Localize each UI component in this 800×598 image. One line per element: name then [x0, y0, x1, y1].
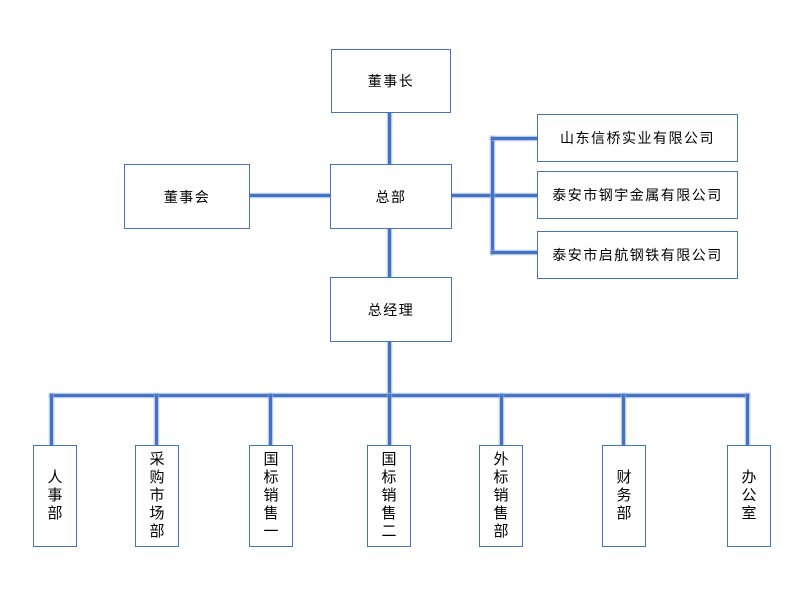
node-department-office[interactable]: 办公室 [727, 445, 771, 547]
node-general-manager[interactable]: 总经理 [330, 277, 452, 342]
node-subsidiary-3[interactable]: 泰安市启航钢铁有限公司 [537, 231, 738, 279]
node-subsidiary-2-label: 泰安市钢宇金属有限公司 [552, 188, 723, 204]
connector-board-headquarters [250, 194, 331, 197]
node-subsidiary-1[interactable]: 山东信桥实业有限公司 [537, 114, 738, 162]
node-department-hr-label: 人事部 [45, 469, 64, 523]
node-department-gb-sales-1-label: 国标销售一 [261, 451, 280, 541]
connector-stub-dept-2 [155, 394, 158, 446]
node-department-office-label: 办公室 [739, 469, 758, 523]
connector-headquarters-subsidiaries [452, 194, 537, 197]
connector-subsidiaries-trunk [491, 137, 494, 254]
node-headquarters-label: 总部 [375, 189, 407, 206]
node-department-export-sales[interactable]: 外标销售部 [479, 445, 523, 547]
connector-stub-dept-4 [388, 394, 391, 446]
node-department-finance-label: 财务部 [614, 469, 633, 523]
connector-headquarters-general-manager [388, 229, 391, 277]
node-department-hr[interactable]: 人事部 [33, 445, 77, 547]
node-general-manager-label: 总经理 [367, 302, 415, 319]
node-subsidiary-3-label: 泰安市启航钢铁有限公司 [552, 248, 723, 264]
connector-general-manager-bus [388, 342, 391, 395]
node-department-export-sales-label: 外标销售部 [491, 451, 510, 541]
node-board[interactable]: 董事会 [124, 164, 250, 229]
connector-branch-subsidiary-3 [491, 251, 537, 254]
connector-stub-dept-5 [500, 394, 503, 446]
connector-chairman-headquarters [388, 112, 391, 165]
node-headquarters[interactable]: 总部 [330, 164, 452, 229]
connector-branch-subsidiary-1 [491, 137, 537, 140]
node-subsidiary-2[interactable]: 泰安市钢宇金属有限公司 [537, 171, 738, 219]
node-department-purchasing-market-label: 采购市场部 [147, 451, 166, 541]
node-chairman-label: 董事长 [367, 74, 415, 90]
node-department-gb-sales-2-label: 国标销售二 [379, 451, 398, 541]
node-department-finance[interactable]: 财务部 [602, 445, 646, 547]
node-department-gb-sales-1[interactable]: 国标销售一 [249, 445, 293, 547]
connector-stub-dept-1 [50, 394, 53, 446]
node-department-gb-sales-2[interactable]: 国标销售二 [367, 445, 411, 547]
connector-stub-dept-6 [622, 394, 625, 446]
node-chairman[interactable]: 董事长 [331, 49, 451, 113]
connector-stub-dept-3 [269, 394, 272, 446]
connector-stub-dept-7 [746, 394, 749, 446]
node-board-label: 董事会 [163, 189, 211, 206]
node-department-purchasing-market[interactable]: 采购市场部 [135, 445, 179, 547]
connector-departments-bus [50, 394, 749, 397]
node-subsidiary-1-label: 山东信桥实业有限公司 [560, 131, 715, 147]
